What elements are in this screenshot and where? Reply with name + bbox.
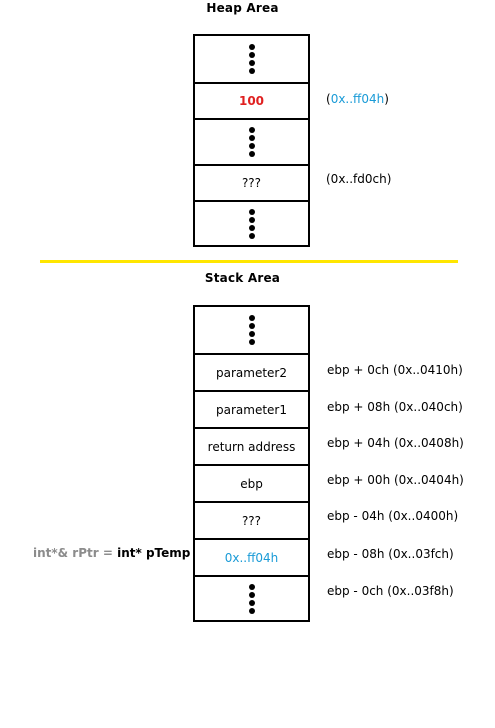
offset-bottom: ebp - 0ch (0x..03f8h) — [327, 584, 454, 598]
vertical-ellipsis-icon — [248, 127, 255, 157]
heap-value-address-hex: 0x..ff04h — [330, 92, 385, 106]
heap-value-address: (0x..ff04h) — [326, 92, 389, 106]
heap-area-title: Heap Area — [206, 1, 279, 15]
vertical-ellipsis-icon — [248, 208, 255, 239]
heap-ellipsis-top — [195, 36, 308, 82]
heap-stack-divider — [40, 260, 458, 263]
stack-ellipsis-bottom — [195, 575, 308, 620]
ref-declaration: int*& rPtr = — [33, 546, 118, 560]
stack-ebp-cell: ebp — [195, 464, 308, 501]
offset-parameter2: ebp + 0ch (0x..0410h) — [327, 363, 463, 377]
stack-area-title: Stack Area — [204, 271, 281, 285]
stack-pointer-value-cell: 0x..ff04h — [195, 538, 308, 575]
offset-unknown: ebp - 04h (0x..0400h) — [327, 509, 459, 523]
heap-ellipsis-bottom — [195, 200, 308, 245]
stack-unknown-cell: ??? — [195, 501, 308, 538]
heap-ellipsis-middle — [195, 118, 308, 164]
offset-ebp: ebp + 00h (0x..0404h) — [327, 473, 464, 487]
stack-parameter1-cell: parameter1 — [195, 390, 308, 427]
offset-pointer-value: ebp - 08h (0x..03fch) — [327, 547, 454, 561]
vertical-ellipsis-icon — [248, 583, 255, 614]
ptr-declaration: int* pTemp — [117, 546, 191, 560]
stack-parameter2-cell: parameter2 — [195, 353, 308, 390]
heap-value-cell: 100 — [195, 82, 308, 118]
heap-unknown-cell: ??? — [195, 164, 308, 200]
reference-pointer-label: int*& rPtr = int* pTemp — [33, 546, 190, 560]
vertical-ellipsis-icon — [248, 44, 255, 74]
vertical-ellipsis-icon — [248, 315, 255, 345]
offset-return-address: ebp + 04h (0x..0408h) — [327, 436, 464, 450]
offset-parameter1: ebp + 08h (0x..040ch) — [327, 400, 463, 414]
stack-memory-box: parameter2 parameter1 return address ebp… — [193, 305, 310, 622]
heap-unknown-address: (0x..fd0ch) — [326, 172, 392, 186]
stack-ellipsis-top — [195, 307, 308, 353]
heap-memory-box: 100 ??? — [193, 34, 310, 247]
stack-return-address-cell: return address — [195, 427, 308, 464]
